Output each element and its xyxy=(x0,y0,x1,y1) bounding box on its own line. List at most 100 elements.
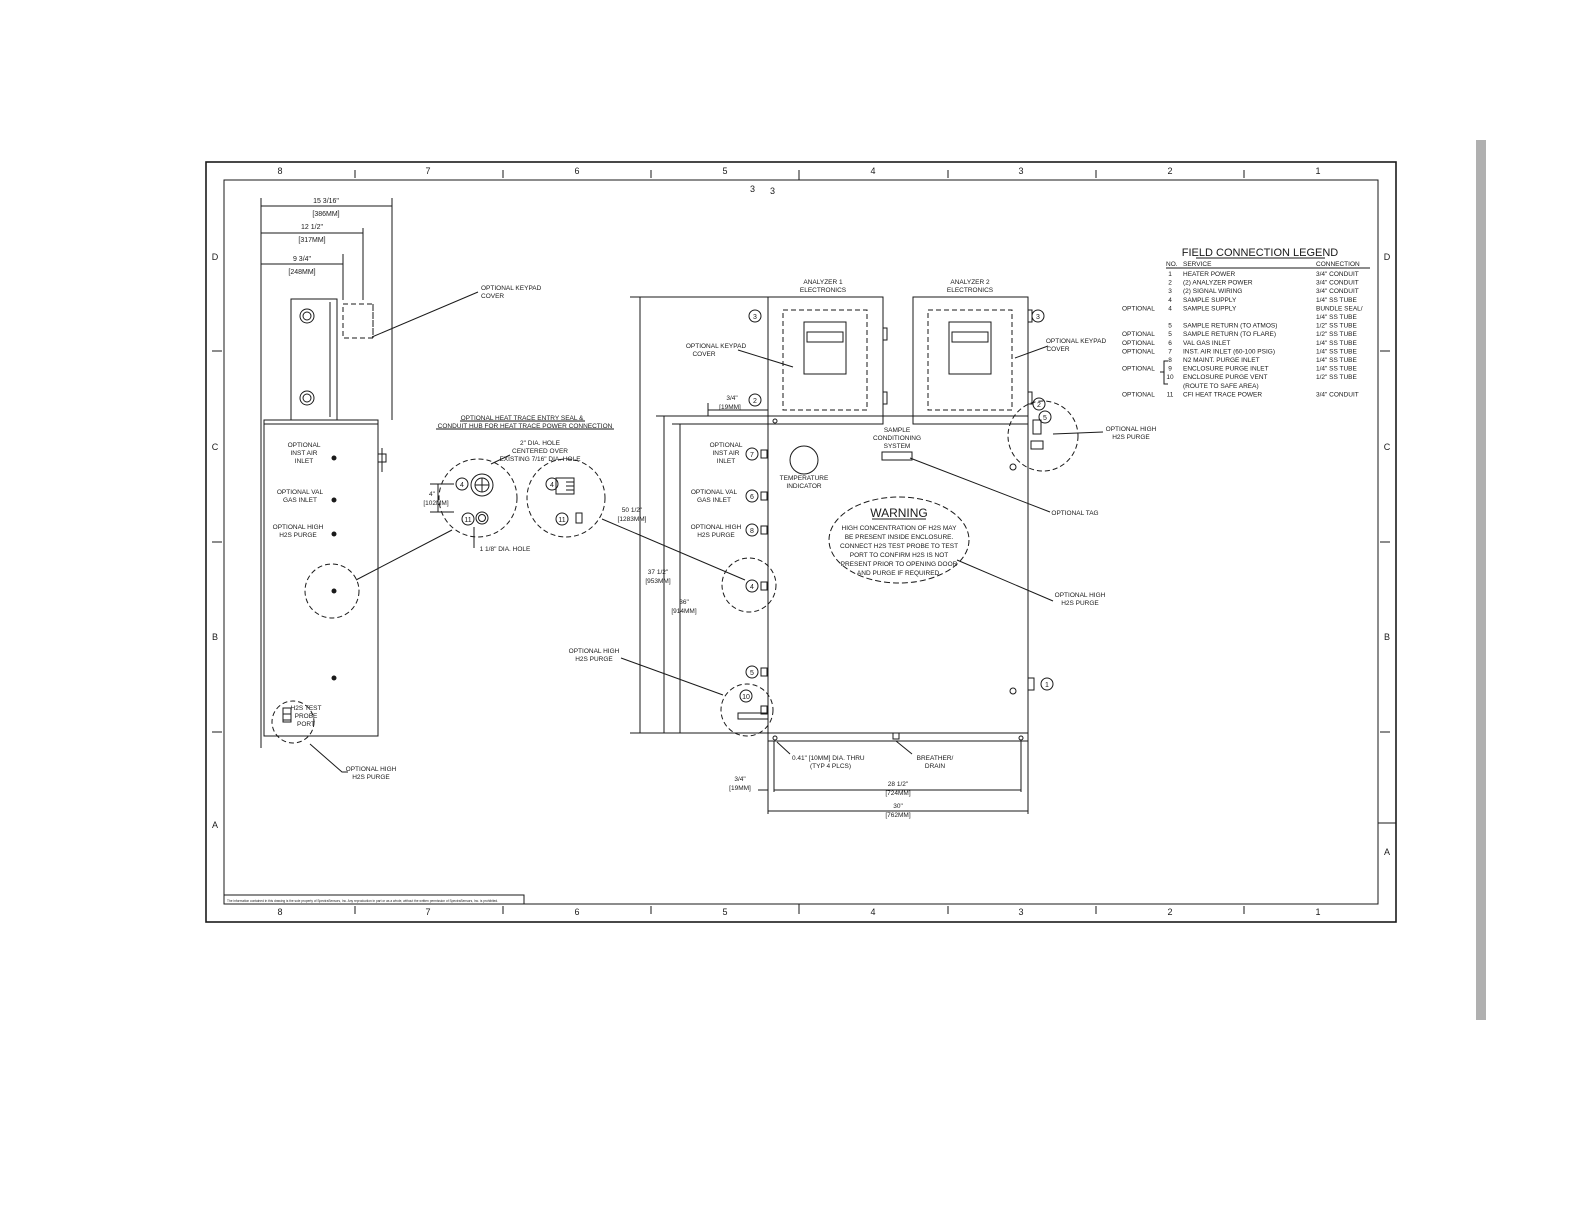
label: H2S PURGE xyxy=(697,532,735,539)
label: H2S TEST xyxy=(291,705,322,712)
warning-line: PRESENT PRIOR TO OPENING DOOR xyxy=(841,561,958,568)
label: CONDITIONING xyxy=(873,435,921,442)
mount-hole-label: 0.41" [10MM] DIA. THRU (TYP 4 PLCS) xyxy=(792,755,865,770)
legend-conn: 1/4" SS TUBE xyxy=(1316,340,1358,347)
label: OPTIONAL HIGH xyxy=(346,766,397,773)
row-label: A xyxy=(1384,847,1390,857)
col-label: 7 xyxy=(425,907,430,917)
label: PROBE xyxy=(295,713,318,720)
label: OPTIONAL xyxy=(710,442,743,449)
callout-number: 5 xyxy=(750,670,754,677)
label: INDICATOR xyxy=(786,483,821,490)
col-label: 5 xyxy=(722,907,727,917)
col-label: 4 xyxy=(870,907,875,917)
dim-text: 9 3/4" xyxy=(293,256,312,263)
label: COVER xyxy=(692,351,715,358)
legend-conn: 3/4" CONDUIT xyxy=(1316,391,1359,398)
legend-service: SAMPLE RETURN (TO ATMOS) xyxy=(1183,323,1277,330)
dim-text: [248MM] xyxy=(288,269,315,276)
dim-text: 37 1/2" xyxy=(648,569,669,576)
dim-text: [317MM] xyxy=(298,237,325,244)
legend-no: 11 xyxy=(1167,391,1174,398)
label: OPTIONAL xyxy=(288,442,321,449)
legend-service: ENCLOSURE PURGE VENT xyxy=(1183,374,1268,381)
front-labels: ANALYZER 1 ELECTRONICS ANALYZER 2 ELECTR… xyxy=(569,279,1157,819)
fitting-dots xyxy=(331,455,337,681)
col-label: 1 xyxy=(1315,907,1320,917)
warning-label: WARNING HIGH CONCENTRATION OF H2S MAY BE… xyxy=(840,506,958,577)
legend-service: ENCLOSURE PURGE INLET xyxy=(1183,366,1269,373)
dim-text: 12 1/2" xyxy=(301,224,323,231)
label: SYSTEM xyxy=(884,443,911,450)
legend-service: N2 MAINT. PURGE INLET xyxy=(1183,357,1260,364)
warning-line: HIGH CONCENTRATION OF H2S MAY xyxy=(842,525,958,532)
label: H2S PURGE xyxy=(279,532,317,539)
dim-text: 3/4" xyxy=(726,395,738,402)
dim-text: [1283MM] xyxy=(618,516,647,523)
col-label: 2 xyxy=(1167,907,1172,917)
legend-conn: 1/4" SS TUBE xyxy=(1316,348,1358,355)
callout-number: 3 xyxy=(1036,314,1040,321)
label: DRAIN xyxy=(925,763,946,770)
callout-number: 11 xyxy=(558,517,565,524)
label: INLET xyxy=(295,458,313,465)
label: 2" DIA. HOLE xyxy=(520,440,561,447)
callout-number: 5 xyxy=(1043,415,1047,422)
label: 1 1/8" DIA. HOLE xyxy=(480,546,531,553)
dim-text: 28 1/2" xyxy=(888,781,909,788)
col-label: 5 xyxy=(722,166,727,176)
legend-service: SAMPLE SUPPLY xyxy=(1183,305,1237,312)
callout-number: 4 xyxy=(550,482,554,489)
warning-title: WARNING xyxy=(870,506,928,520)
callout-number: 7 xyxy=(750,452,754,459)
legend-opt: OPTIONAL xyxy=(1122,331,1155,338)
warning-line: BE PRESENT INSIDE ENCLOSURE. xyxy=(845,534,954,541)
label: TEMPERATURE xyxy=(780,475,829,482)
label: EXISTING 7/16" DIA. HOLE xyxy=(499,456,581,463)
detail-circle xyxy=(304,563,360,619)
legend-no: 5 xyxy=(1168,323,1172,330)
label: OPTIONAL HIGH xyxy=(569,648,620,655)
label: OPTIONAL VAL xyxy=(277,489,324,496)
warning-line: CONNECT H2S TEST PROBE TO TEST xyxy=(840,543,958,550)
label: COVER xyxy=(1046,346,1069,353)
vertical-scrollbar[interactable] xyxy=(1476,140,1486,1020)
col-label: 3 xyxy=(1018,907,1023,917)
warning-line: PORT TO CONFIRM H2S IS NOT xyxy=(850,552,949,559)
label: GAS INLET xyxy=(283,497,317,504)
label: H2S PURGE xyxy=(352,774,390,781)
field-connection-legend: FIELD CONNECTION LEGEND NO. SERVICE CONN… xyxy=(1122,247,1370,398)
row-label: B xyxy=(212,632,218,642)
label: INLET xyxy=(717,458,735,465)
legend-conn: 1/2" SS TUBE xyxy=(1316,331,1358,338)
legend-service: CFI HEAT TRACE POWER xyxy=(1183,391,1262,398)
dim-text: [953MM] xyxy=(645,578,670,585)
dim-text: [19MM] xyxy=(729,785,751,792)
legend-opt: OPTIONAL xyxy=(1122,340,1155,347)
col-label: 6 xyxy=(574,907,579,917)
label: ELECTRONICS xyxy=(800,287,847,294)
legend-no: 7 xyxy=(1168,348,1172,355)
dim-text: 4" xyxy=(429,491,436,498)
legend-service: (ROUTE TO SAFE AREA) xyxy=(1183,383,1259,390)
legend-no: 3 xyxy=(1168,288,1172,295)
dim-text: [724MM] xyxy=(885,790,910,797)
legend-no: 1 xyxy=(1168,271,1172,278)
footer-note: The information contained in this drawin… xyxy=(223,894,525,905)
col-label: 4 xyxy=(870,166,875,176)
legend-no: 8 xyxy=(1168,357,1172,364)
side-dimensions: 15 3/16" [386MM] 12 1/2" [317MM] 9 3/4" … xyxy=(288,198,339,276)
dim-text: 36" xyxy=(679,599,689,606)
heat-trace-detail: 4 11 4 11 xyxy=(430,420,746,581)
detail-labels: OPTIONAL HEAT TRACE ENTRY SEAL & CONDUIT… xyxy=(423,415,612,553)
legend-opt: OPTIONAL xyxy=(1122,348,1155,355)
side-view xyxy=(260,198,479,773)
label: OPTIONAL HIGH xyxy=(691,524,742,531)
legend-conn: 1/4" SS TUBE xyxy=(1316,314,1358,321)
col-label: 2 xyxy=(1167,166,1172,176)
label: COVER xyxy=(481,293,504,300)
legend-no: 4 xyxy=(1168,297,1172,304)
label: GAS INLET xyxy=(697,497,731,504)
label: ANALYZER 1 xyxy=(803,279,843,286)
